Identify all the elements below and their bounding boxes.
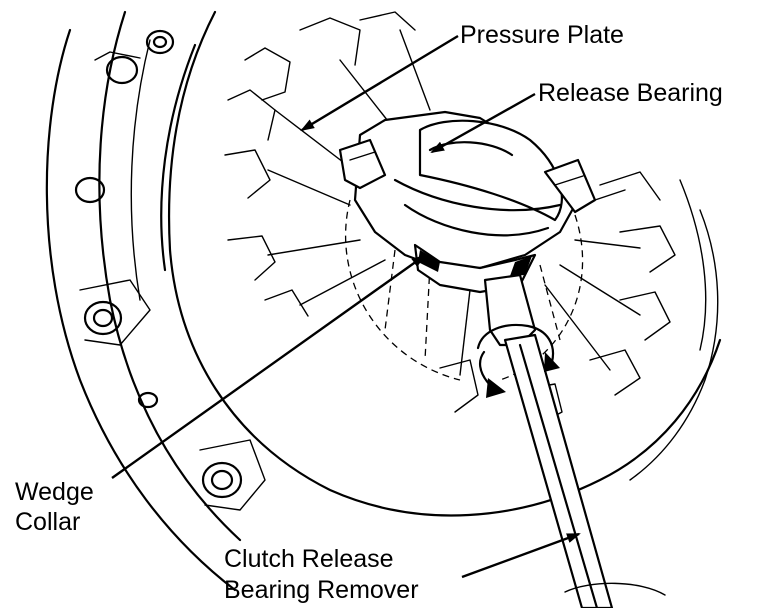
release-bearing-label: Release Bearing bbox=[538, 79, 723, 107]
remover-label-line1: Clutch Release bbox=[224, 545, 394, 573]
wedge-collar-label-line1: Wedge bbox=[15, 478, 94, 506]
clutch-cover bbox=[45, 10, 722, 592]
leader-lines bbox=[111, 34, 581, 579]
remover-label-line2: Bearing Remover bbox=[224, 576, 419, 604]
cover-bolt-holes bbox=[74, 29, 266, 511]
remover-tool bbox=[476, 273, 666, 608]
pressure-plate-label: Pressure Plate bbox=[460, 21, 624, 49]
wedge-collar-label-line2: Collar bbox=[15, 508, 80, 536]
release-bearing bbox=[338, 110, 597, 270]
callouts: Pressure Plate Release Bearing Wedge Col… bbox=[15, 21, 723, 604]
hidden-lines bbox=[345, 199, 584, 381]
